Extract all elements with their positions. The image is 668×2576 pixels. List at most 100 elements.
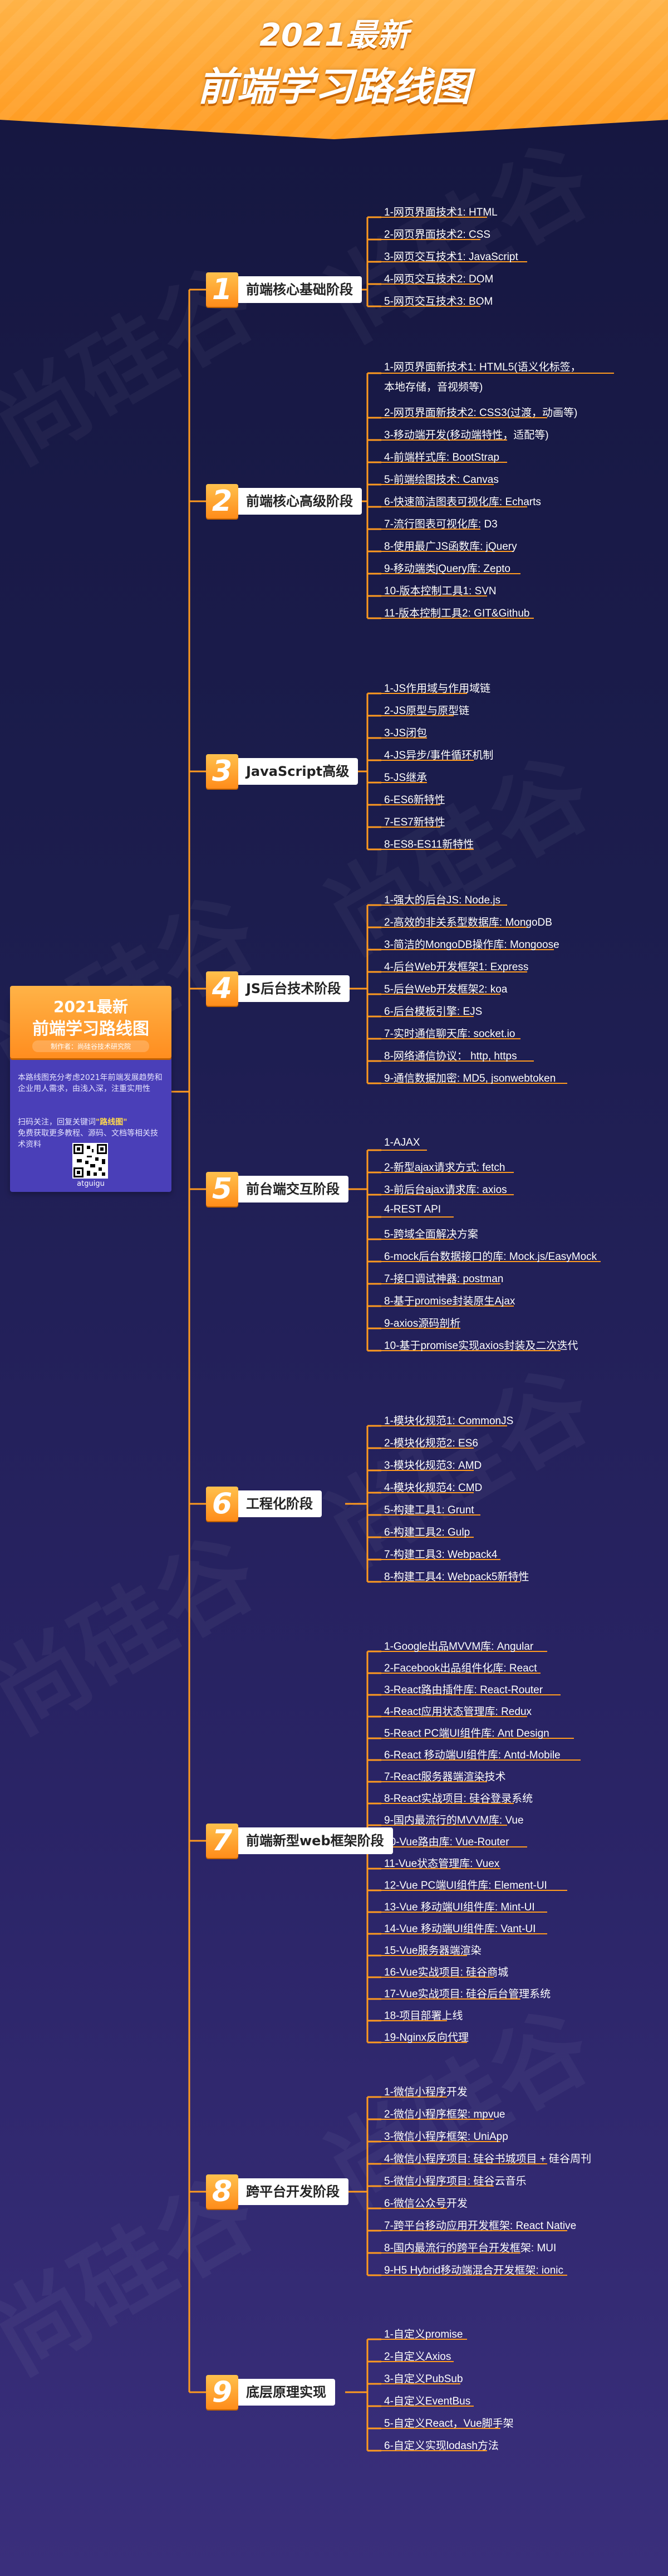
roadmap-item-text: 5-自定义React，Vue脚手架	[384, 2418, 514, 2430]
roadmap-item: 10-Vue路由库: Vue-Router	[384, 1834, 509, 1849]
roadmap-item: 8-国内最流行的跨平台开发框架: MUI	[384, 2240, 556, 2255]
roadmap-item: 5-构建工具1: Grunt	[384, 1502, 474, 1517]
roadmap-item-text: 9-通信数据加密: MD5, jsonwebtoken	[384, 1073, 556, 1084]
roadmap-item-text: 3-前后台ajax请求库: axios	[384, 1184, 507, 1196]
roadmap-item: 9-axios源码剖析	[384, 1315, 460, 1330]
qr-code[interactable]	[72, 1143, 108, 1179]
roadmap-item: 7-构建工具3: Webpack4	[384, 1546, 497, 1561]
roadmap-item: 2-高效的非关系型数据库: MongoDB	[384, 914, 552, 929]
roadmap-item: 2-JS原型与原型链	[384, 702, 469, 717]
roadmap-item: 16-Vue实战项目: 硅谷商城	[384, 1964, 508, 1979]
roadmap-item-text: 1-自定义promise	[384, 2329, 463, 2340]
roadmap-item: 6-微信公众号开发	[384, 2195, 468, 2210]
roadmap-item-text: 9-移动端类jQuery库: Zepto	[384, 563, 510, 575]
stage-number: 6	[206, 1487, 238, 1521]
roadmap-item: 5-网页交互技术3: BOM	[384, 293, 493, 308]
stage-label: 底层原理实现	[238, 2379, 335, 2406]
roadmap-item: 7-ES7新特性	[384, 814, 445, 829]
roadmap-item-text: 6-React 移动端UI组件库: Antd-Mobile	[384, 1749, 561, 1761]
roadmap-item-text: 3-React路由插件库: React-Router	[384, 1684, 543, 1696]
roadmap-item: 6-自定义实现lodash方法	[384, 2437, 499, 2452]
roadmap-item-text: 17-Vue实战项目: 硅谷后台管理系统	[384, 1988, 551, 2000]
roadmap-item-text: 8-使用最广JS函数库: jQuery	[384, 541, 517, 553]
roadmap-item-text: 1-网页界面新技术1: HTML5(语义化标签，本地存储，音视频等)	[384, 361, 581, 393]
roadmap-item: 9-国内最流行的MVVM库: Vue	[384, 1812, 524, 1827]
roadmap-item-text: 4-后台Web开发框架1: Express	[384, 961, 529, 973]
roadmap-item: 1-AJAX	[384, 1137, 420, 1149]
roadmap-item-text: 10-版本控制工具1: SVN	[384, 585, 497, 597]
roadmap-item-text: 10-Vue路由库: Vue-Router	[384, 1836, 509, 1848]
roadmap-item-text: 7-构建工具3: Webpack4	[384, 1549, 498, 1561]
stage-label: 工程化阶段	[238, 1490, 322, 1517]
roadmap-item-text: 16-Vue实战项目: 硅谷商城	[384, 1967, 509, 1978]
roadmap-item-text: 5-构建工具1: Grunt	[384, 1504, 474, 1516]
roadmap-item-text: 1-强大的后台JS: Node.js	[384, 894, 501, 906]
roadmap-item: 1-微信小程序开发	[384, 2084, 468, 2099]
roadmap-item: 5-自定义React，Vue脚手架	[384, 2415, 514, 2430]
roadmap-item-text: 5-后台Web开发框架2: koa	[384, 984, 508, 995]
roadmap-item-text: 10-基于promise实现axios封装及二次迭代	[384, 1340, 578, 1352]
roadmap-item-text: 2-模块化规范2: ES6	[384, 1438, 478, 1449]
roadmap-item-text: 18-项目部署上线	[384, 2010, 463, 2022]
roadmap-item-text: 6-快速简洁图表可视化库: Echarts	[384, 496, 541, 508]
roadmap-item-text: 3-自定义PubSub	[384, 2373, 463, 2385]
roadmap-item: 15-Vue服务器端渲染	[384, 1942, 482, 1957]
header-main-title: 前端学习路线图	[198, 64, 470, 110]
roadmap-item-text: 4-React应用状态管理库: Redux	[384, 1706, 532, 1718]
side-card-title: 前端学习路线图	[32, 1019, 149, 1039]
roadmap-item-text: 3-网页交互技术1: JavaScript	[384, 251, 518, 263]
roadmap-item-text: 5-JS继承	[384, 772, 428, 784]
roadmap-item-text: 3-微信小程序框架: UniApp	[384, 2131, 508, 2143]
roadmap-item-text: 7-跨平台移动应用开发框架: React Native	[384, 2220, 577, 2232]
roadmap-item-text: 19-Nginx反向代理	[384, 2032, 469, 2044]
roadmap-item: 9-通信数据加密: MD5, jsonwebtoken	[384, 1070, 556, 1085]
roadmap-item: 1-Google出品MVVM库: Angular	[384, 1638, 533, 1653]
roadmap-item: 5-后台Web开发框架2: koa	[384, 981, 507, 996]
roadmap-item: 10-基于promise实现axios封装及二次迭代	[384, 1337, 578, 1352]
roadmap-item: 18-项目部署上线	[384, 2007, 463, 2022]
side-card-year: 2021最新	[53, 998, 128, 1016]
roadmap-item: 19-Nginx反向代理	[384, 2029, 469, 2044]
header-year-title: 2021最新	[259, 17, 409, 53]
side-card-follow-text: 扫码关注，回复关键词"路线图" 免费获取更多教程、源码、文档等相关技术资料	[18, 1117, 164, 1150]
roadmap-item-text: 5-网页交互技术3: BOM	[384, 296, 493, 307]
stage-number: 5	[206, 1172, 238, 1206]
stage-number: 4	[206, 971, 238, 1006]
roadmap-item: 5-跨域全面解决方案	[384, 1226, 478, 1241]
roadmap-item: 8-构建工具4: Webpack5新特性	[384, 1568, 529, 1583]
roadmap-item: 2-微信小程序框架: mpvue	[384, 2106, 505, 2121]
follow-suffix: 免费获取更多教程、源码、文档等相关技术资料	[18, 1129, 158, 1149]
roadmap-item: 4-前端样式库: BootStrap	[384, 449, 499, 464]
roadmap-item: 1-模块化规范1: CommonJS	[384, 1412, 513, 1428]
roadmap-item: 14-Vue 移动端UI组件库: Vant-UI	[384, 1920, 536, 1935]
roadmap-item: 3-JS闭包	[384, 725, 427, 740]
roadmap-item-text: 7-React服务器端渲染技术	[384, 1771, 506, 1783]
roadmap-item-text: 2-新型ajax请求方式: fetch	[384, 1162, 505, 1174]
roadmap-item-text: 3-简洁的MongoDB操作库: Mongoose	[384, 939, 559, 951]
roadmap-item: 4-REST API	[384, 1204, 441, 1216]
stage-label: JavaScript高级	[238, 758, 358, 785]
roadmap-item-text: 2-自定义Axios	[384, 2351, 451, 2363]
roadmap-item-text: 9-H5 Hybrid移动端混合开发框架: ionic	[384, 2265, 563, 2276]
roadmap-item-text: 3-移动端开发(移动端特性，适配等)	[384, 429, 549, 441]
stage-label: JS后台技术阶段	[238, 975, 350, 1002]
stage-number: 9	[206, 2375, 238, 2409]
roadmap-item: 9-H5 Hybrid移动端混合开发框架: ionic	[384, 2262, 563, 2277]
roadmap-item-text: 2-Facebook出品组件化库: React	[384, 1663, 537, 1674]
stage-number: 3	[206, 754, 238, 789]
roadmap-item: 8-基于promise封装原生Ajax	[384, 1293, 515, 1308]
roadmap-item-text: 3-JS闭包	[384, 727, 428, 739]
roadmap-item-text: 11-版本控制工具2: GIT&Github	[384, 608, 530, 619]
roadmap-item-text: 8-构建工具4: Webpack5新特性	[384, 1571, 529, 1583]
roadmap-item-text: 1-AJAX	[384, 1137, 420, 1148]
roadmap-item-text: 2-网页界面技术2: CSS	[384, 229, 491, 241]
roadmap-item-text: 2-JS原型与原型链	[384, 705, 470, 717]
roadmap-item-text: 8-基于promise封装原生Ajax	[384, 1296, 515, 1307]
roadmap-item-text: 13-Vue 移动端UI组件库: Mint-UI	[384, 1902, 535, 1913]
roadmap-item: 4-JS异步/事件循环机制	[384, 747, 493, 762]
roadmap-item: 7-React服务器端渲染技术	[384, 1768, 506, 1783]
